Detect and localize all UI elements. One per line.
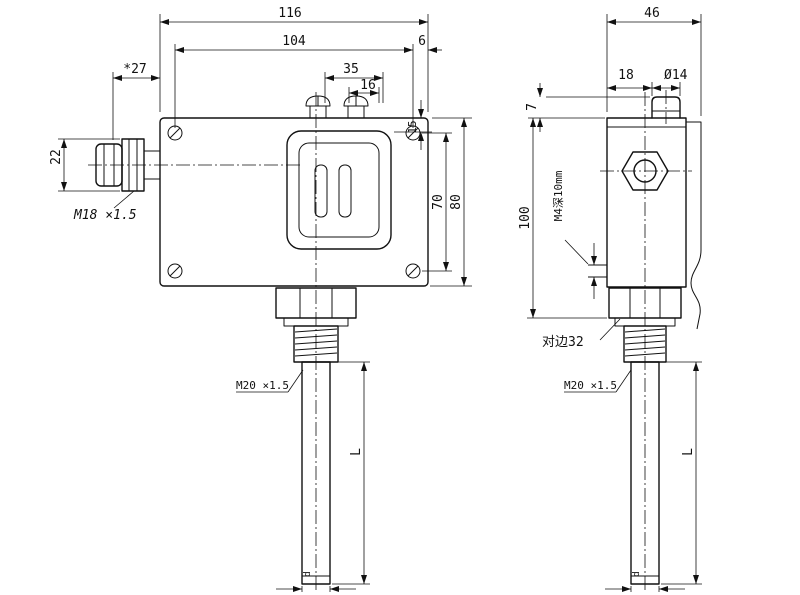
side-view: 46 18 Ø14 7 100 M4深10mm — [518, 6, 702, 592]
dim-body-height: 80 — [449, 194, 464, 210]
probe-front — [301, 361, 331, 585]
terminal-cover-window — [286, 130, 392, 250]
probe-side — [630, 361, 660, 585]
dim-button-dia: Ø14 — [664, 68, 688, 83]
side-dimensions: 46 18 Ø14 7 100 M4深10mm — [518, 6, 702, 592]
dim-gland-height: 22 — [49, 149, 64, 165]
dim-button-offset: 18 — [618, 68, 634, 83]
label-stem-thread-front: M20 ×1.5 — [236, 379, 289, 392]
dim-edge-offset: 6 — [418, 34, 426, 49]
cable-gland — [95, 138, 161, 192]
dim-window-offset: 15 — [406, 120, 419, 133]
switch-body-side — [606, 117, 687, 288]
front-dimensions: 116 104 6 *27 35 16 22 — [49, 6, 472, 592]
reset-button — [651, 96, 681, 119]
corner-screws — [167, 125, 421, 279]
hex-boss — [621, 151, 669, 191]
dim-terminal-span: 35 — [343, 62, 359, 77]
label-side-tapped-hole: M4深10mm — [552, 170, 565, 221]
label-stem-thread-side: M20 ×1.5 — [564, 379, 617, 392]
dim-button-height: 7 — [525, 103, 540, 111]
front-view: 116 104 6 *27 35 16 22 — [49, 6, 472, 592]
dim-probe-length-side: L — [681, 448, 696, 456]
label-gland-thread: M18 ×1.5 — [73, 208, 137, 223]
dim-probe-length-front: L — [349, 448, 364, 456]
dim-mount-height: 100 — [518, 206, 533, 229]
dim-probe-dia-side: d — [632, 571, 642, 576]
dim-overall-depth: 46 — [644, 6, 660, 21]
mounting-bracket — [686, 121, 702, 330]
dim-hole-spacing-v: 70 — [431, 194, 446, 210]
switch-body-front — [159, 117, 429, 287]
label-hex-across-flats: 对边32 — [542, 335, 584, 350]
dim-terminal-gap: 16 — [360, 78, 376, 93]
dim-overall-width: 116 — [278, 6, 301, 21]
terminal-screws — [305, 95, 369, 119]
dim-hole-spacing-h: 104 — [282, 34, 306, 49]
dim-probe-dia-front: d — [303, 571, 313, 576]
dim-gland-projection: *27 — [123, 62, 146, 77]
